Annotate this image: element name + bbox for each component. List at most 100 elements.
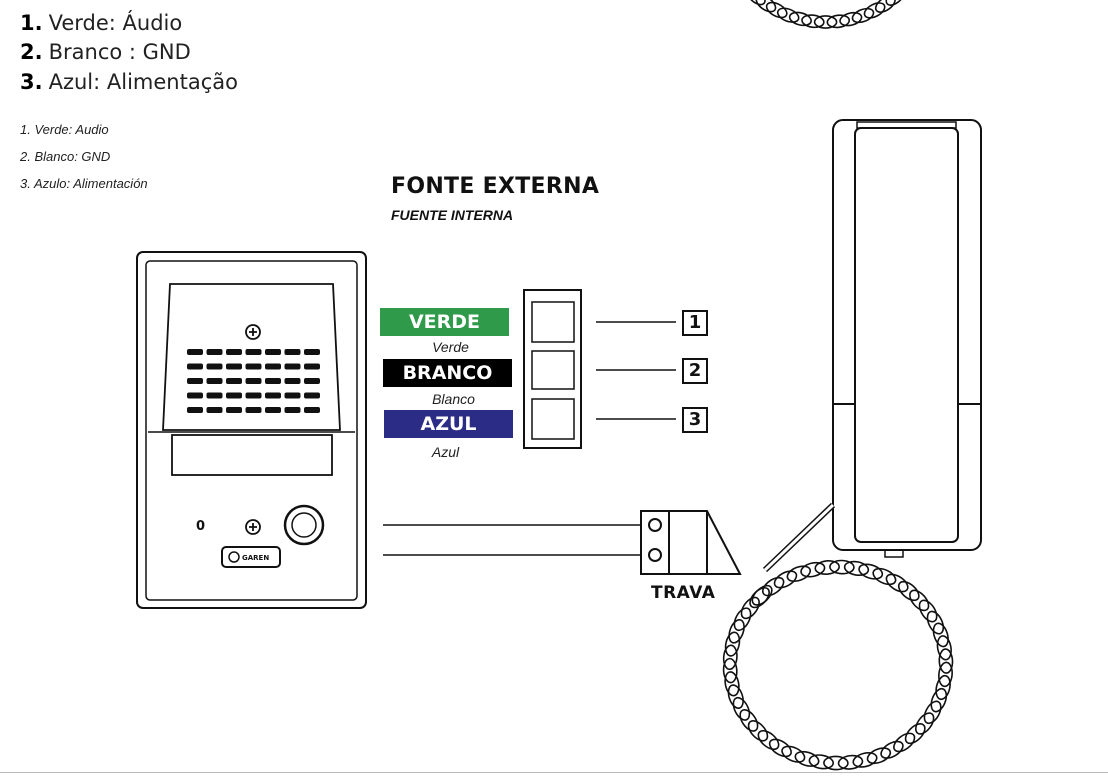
legend-number: 1. bbox=[20, 11, 43, 35]
screw-icon bbox=[245, 519, 261, 535]
grille-slot bbox=[206, 378, 223, 384]
lock-connector bbox=[640, 510, 742, 575]
grille-slot bbox=[226, 363, 242, 370]
wire-sublabel-verde: Verde bbox=[432, 339, 469, 355]
cord-loop bbox=[762, 576, 785, 597]
cord-loop bbox=[863, 2, 886, 19]
legend-item-2: 2.Branco : GND bbox=[20, 40, 191, 64]
legend-item-1: 1.Verde: Áudio bbox=[20, 11, 182, 35]
cord-loop bbox=[914, 712, 935, 735]
cord-loop bbox=[843, 560, 870, 577]
grille-slot bbox=[284, 407, 301, 413]
cord-loop bbox=[909, 589, 930, 612]
diagram-title: FONTE EXTERNA bbox=[391, 174, 600, 199]
terminal-block bbox=[523, 289, 582, 449]
grille-slot bbox=[304, 349, 320, 355]
handset bbox=[762, 119, 982, 573]
cord-loop bbox=[749, 586, 770, 609]
grille-slot bbox=[284, 363, 301, 370]
coiled-cord-top bbox=[746, 0, 906, 29]
cord-loop bbox=[814, 560, 840, 575]
cord-loop bbox=[757, 729, 780, 751]
legend-es-item-1: 1. Verde: Audio bbox=[20, 122, 109, 137]
wire-sublabel-azul: Azul bbox=[431, 444, 460, 460]
cord-loop bbox=[893, 732, 916, 753]
cord-loop bbox=[935, 674, 951, 701]
cord-loop bbox=[918, 599, 938, 623]
call-button-icon bbox=[283, 504, 325, 546]
grille-slot bbox=[284, 349, 301, 355]
grille-slot bbox=[304, 392, 320, 399]
grille-slot bbox=[206, 407, 223, 413]
cord-loop bbox=[740, 596, 760, 620]
grille-slot bbox=[284, 378, 301, 384]
grille-slot bbox=[265, 407, 281, 413]
cord-loop bbox=[781, 745, 806, 763]
lock-wires bbox=[383, 524, 641, 556]
wire-label-branco: BRANCO bbox=[383, 359, 512, 387]
terminal-number-1: 1 bbox=[682, 310, 708, 336]
brand-plate bbox=[221, 546, 281, 568]
legend-es-item-3: 3. Azulo: Alimentación bbox=[20, 176, 148, 191]
cord-loop bbox=[936, 635, 952, 661]
cord-loop bbox=[773, 570, 798, 589]
cord-loop bbox=[724, 631, 741, 657]
grille-slot bbox=[304, 363, 320, 370]
cord-loop bbox=[765, 1, 788, 19]
grille-slot bbox=[245, 363, 262, 370]
lock-label: TRAVA bbox=[651, 583, 716, 603]
speaker-grille bbox=[187, 349, 320, 413]
cord-loop bbox=[747, 720, 769, 742]
cord-loop bbox=[800, 561, 826, 578]
cord-loop bbox=[728, 619, 745, 644]
grille-slot bbox=[206, 349, 223, 355]
cord-loop bbox=[788, 11, 812, 27]
cord-loop bbox=[746, 0, 766, 6]
grille-slot bbox=[265, 349, 281, 355]
cord-loop bbox=[733, 607, 752, 632]
cord-loop bbox=[904, 723, 926, 745]
cord-loop bbox=[837, 754, 864, 770]
cord-loop bbox=[829, 559, 855, 575]
cord-loop bbox=[926, 610, 945, 635]
cord-loop bbox=[823, 755, 849, 771]
grille-slot bbox=[206, 392, 223, 399]
grille-slot bbox=[245, 349, 262, 355]
cord-loop bbox=[932, 622, 949, 648]
cord-loop bbox=[727, 684, 744, 709]
grille-slot bbox=[245, 392, 262, 399]
wire-label-azul: AZUL bbox=[384, 410, 513, 438]
cord-loop bbox=[852, 752, 878, 768]
diagram-subtitle: FUENTE INTERNA bbox=[391, 207, 514, 223]
cord-loop bbox=[885, 0, 906, 6]
legend-text: Branco : GND bbox=[48, 40, 191, 64]
cord-loop bbox=[813, 15, 838, 29]
grille-slot bbox=[265, 363, 281, 370]
cord-loop bbox=[885, 573, 909, 593]
grille-slot bbox=[284, 392, 301, 399]
grille-slot bbox=[265, 392, 281, 399]
grille-slot bbox=[187, 363, 203, 370]
wire-label-verde: VERDE bbox=[380, 308, 509, 336]
cord-loop bbox=[866, 747, 892, 765]
wire-label-text: VERDE bbox=[408, 311, 481, 333]
legend-number: 2. bbox=[20, 40, 43, 64]
cord-loop bbox=[732, 696, 751, 721]
cord-loop bbox=[880, 740, 904, 759]
grille-slot bbox=[245, 378, 262, 384]
wire-sublabel-branco: Blanco bbox=[432, 391, 475, 407]
cord-loop bbox=[786, 565, 812, 583]
grille-slot bbox=[226, 378, 242, 384]
door-panel bbox=[136, 251, 367, 609]
cord-loop bbox=[839, 11, 863, 27]
cord-loop bbox=[858, 563, 884, 580]
cord-loop bbox=[776, 7, 800, 23]
panel-indicator: 0 bbox=[196, 519, 206, 534]
wire-label-text: AZUL bbox=[420, 413, 477, 435]
cord-loop bbox=[722, 657, 738, 684]
cord-loop bbox=[768, 738, 792, 758]
cord-loop bbox=[874, 0, 896, 13]
coiled-cord-bottom bbox=[722, 559, 954, 771]
grille-slot bbox=[206, 363, 223, 370]
